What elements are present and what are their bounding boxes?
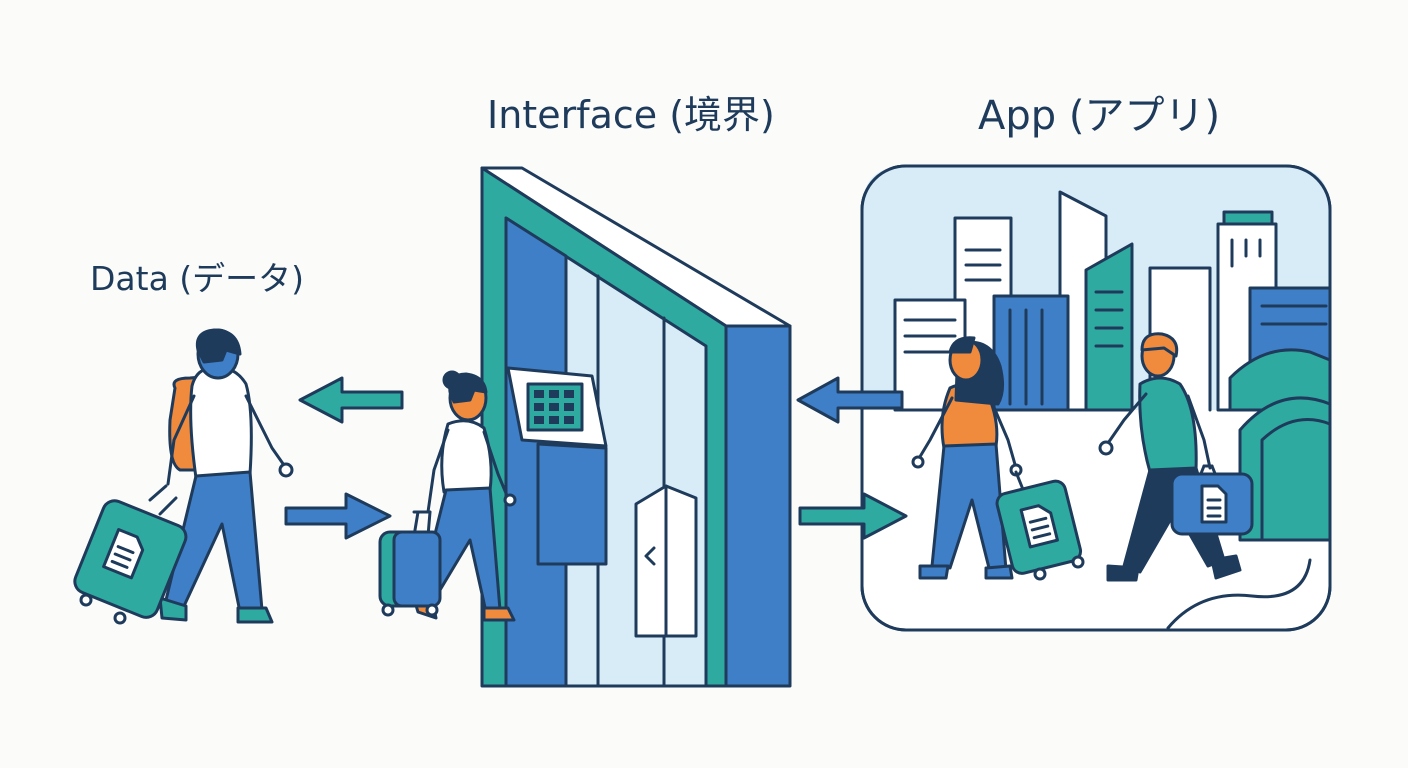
traveler-woman [378, 370, 517, 622]
suitcase-icon [995, 470, 1085, 581]
traveler-man-green [1098, 332, 1254, 582]
document-icon [102, 528, 145, 580]
app-label: App (アプリ) [978, 93, 1221, 139]
traveler-woman-orange [911, 336, 1085, 581]
data-label: Data (データ) [90, 259, 305, 298]
kiosk-icon [506, 366, 608, 566]
traveler-with-backpack [73, 328, 294, 625]
suitcase-icon [378, 510, 442, 617]
interface-label: Interface (境界) [487, 93, 775, 137]
document-icon [1019, 504, 1059, 549]
suitcase-icon [73, 484, 188, 625]
document-icon [1200, 484, 1228, 524]
arrow-left-icon [298, 376, 404, 424]
arrow-right-icon [284, 492, 392, 540]
arrow-right-icon [798, 492, 908, 540]
gate-icon [480, 166, 792, 688]
city-icon [893, 190, 1332, 630]
arrow-left-icon [796, 376, 904, 424]
suitcase-icon [1170, 464, 1254, 536]
